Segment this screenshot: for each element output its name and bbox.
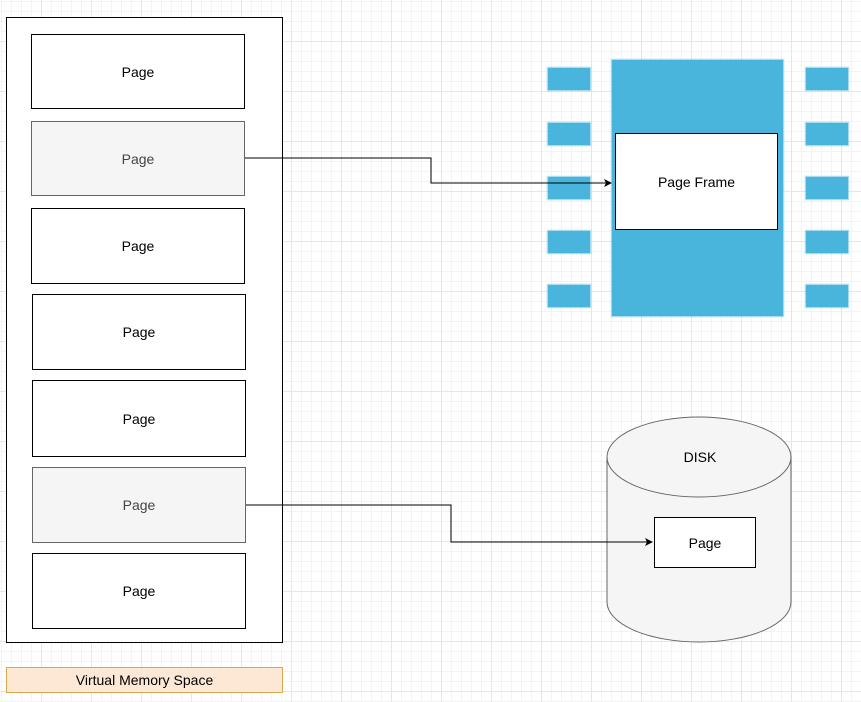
page-frame-label: Page Frame bbox=[657, 173, 736, 190]
page-4-label: Page bbox=[122, 324, 156, 340]
chip-pin-left-1 bbox=[548, 68, 590, 90]
arrow-page-to-disk bbox=[246, 504, 653, 546]
chip-pin-right-2 bbox=[806, 123, 848, 145]
virtual-memory-label-text: Virtual Memory Space bbox=[75, 672, 214, 688]
chip-pin-right-5 bbox=[806, 285, 848, 307]
page-7[interactable]: Page bbox=[32, 553, 246, 629]
disk-top bbox=[606, 416, 792, 498]
chip-pin-right-1 bbox=[806, 68, 848, 90]
page-6[interactable]: Page bbox=[32, 467, 246, 543]
disk-page[interactable]: Page bbox=[654, 517, 756, 568]
page-2[interactable]: Page bbox=[31, 121, 245, 196]
page-3[interactable]: Page bbox=[31, 208, 245, 284]
page-2-label: Page bbox=[121, 150, 155, 167]
chip-pin-left-2 bbox=[548, 123, 590, 145]
disk-label-text: DISK bbox=[683, 449, 717, 465]
page-5-label: Page bbox=[122, 410, 156, 427]
page-3-label: Page bbox=[121, 238, 155, 254]
chip-pin-right-4 bbox=[806, 231, 848, 253]
virtual-memory-label: Virtual Memory Space bbox=[6, 667, 283, 693]
disk-label: DISK bbox=[650, 445, 750, 469]
page-frame[interactable]: Page Frame bbox=[615, 133, 778, 230]
page-1[interactable]: Page bbox=[31, 34, 245, 109]
chip-pin-left-5 bbox=[548, 285, 590, 307]
page-4[interactable]: Page bbox=[32, 294, 246, 370]
chip-pin-left-4 bbox=[548, 231, 590, 253]
chip-pin-right-3 bbox=[806, 177, 848, 199]
page-1-label: Page bbox=[121, 63, 155, 80]
disk-page-label: Page bbox=[688, 534, 722, 551]
page-7-label: Page bbox=[122, 583, 156, 599]
page-6-label: Page bbox=[122, 497, 156, 513]
arrow-page-to-frame bbox=[245, 157, 612, 187]
page-5[interactable]: Page bbox=[32, 380, 246, 457]
